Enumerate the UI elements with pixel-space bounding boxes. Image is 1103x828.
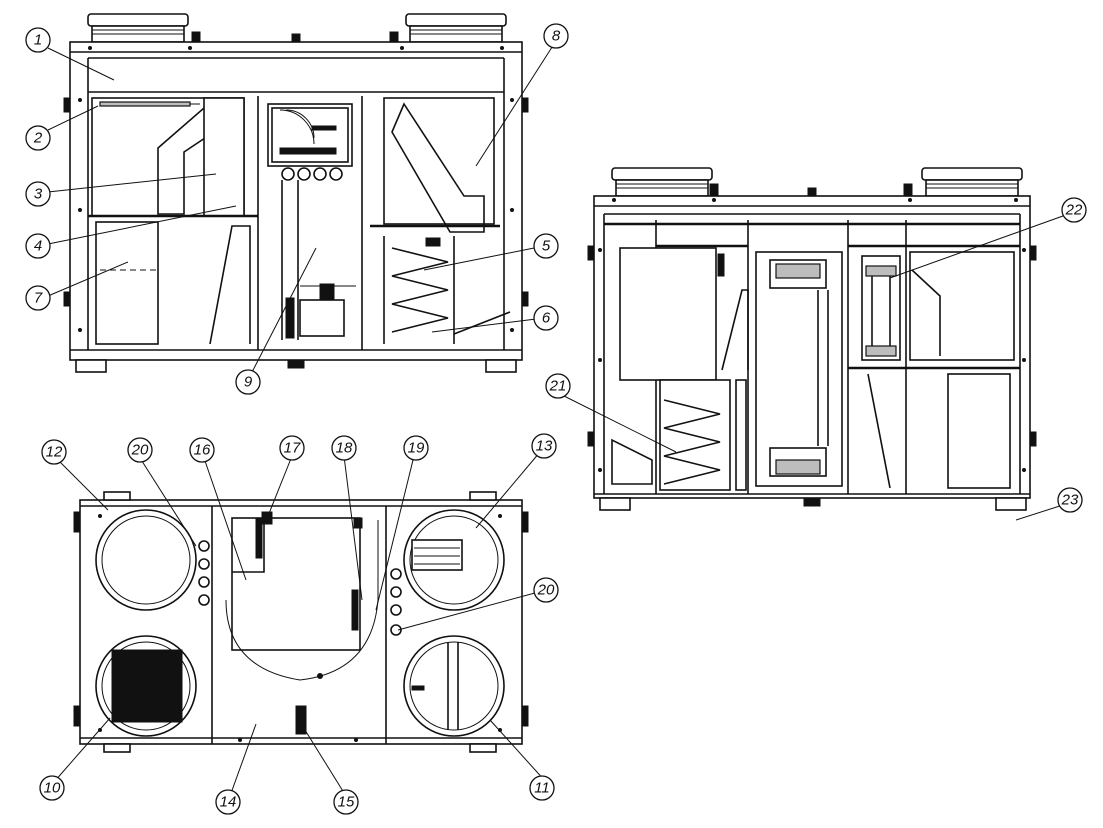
callout-21: 21 [545,373,571,399]
callout-3: 3 [25,181,51,207]
callouts: 1 2 3 4 5 6 7 8 9 10 11 12 13 14 15 16 1… [25,23,1087,815]
callout-22: 22 [1061,197,1087,223]
callout-13: 13 [531,433,557,459]
svg-text:23: 23 [1061,492,1079,509]
callout-9: 9 [235,369,261,395]
callout-19: 19 [403,435,429,461]
svg-text:10: 10 [44,780,61,797]
svg-text:11: 11 [534,780,550,797]
front-view-left [63,13,529,373]
svg-text:3: 3 [34,186,43,203]
svg-text:5: 5 [542,238,551,255]
callout-23: 23 [1057,487,1083,513]
svg-text:22: 22 [1065,202,1083,219]
callout-8: 8 [543,23,569,49]
svg-text:18: 18 [336,440,353,457]
front-view-right [587,167,1037,511]
svg-text:9: 9 [244,374,253,391]
svg-text:16: 16 [194,442,211,459]
svg-text:6: 6 [542,310,551,327]
svg-text:4: 4 [34,238,42,255]
callout-15: 15 [333,789,359,815]
svg-text:20: 20 [131,442,149,459]
callout-11: 11 [529,775,555,801]
svg-text:14: 14 [220,794,237,811]
callout-10: 10 [39,775,65,801]
end-view-bottom [73,491,529,753]
callout-6: 6 [533,305,559,331]
svg-text:20: 20 [537,582,555,599]
svg-text:17: 17 [284,440,301,457]
callout-20-top: 20 [127,437,153,463]
callout-20-right: 20 [533,577,559,603]
callout-4: 4 [25,233,51,259]
svg-text:19: 19 [408,440,425,457]
leader-lines [47,43,1075,797]
callout-2: 2 [25,125,51,151]
svg-text:15: 15 [338,794,355,811]
svg-text:13: 13 [536,438,553,455]
callout-16: 16 [189,437,215,463]
svg-text:7: 7 [34,290,43,307]
svg-text:8: 8 [552,28,561,45]
svg-text:2: 2 [33,130,43,147]
callout-12: 12 [41,439,67,465]
callout-18: 18 [331,435,357,461]
svg-text:21: 21 [549,378,567,395]
callout-1: 1 [25,27,51,53]
callout-5: 5 [533,233,559,259]
svg-text:12: 12 [46,444,63,461]
svg-text:1: 1 [34,32,42,49]
callout-17: 17 [279,435,305,461]
callout-7: 7 [25,285,51,311]
callout-14: 14 [215,789,241,815]
